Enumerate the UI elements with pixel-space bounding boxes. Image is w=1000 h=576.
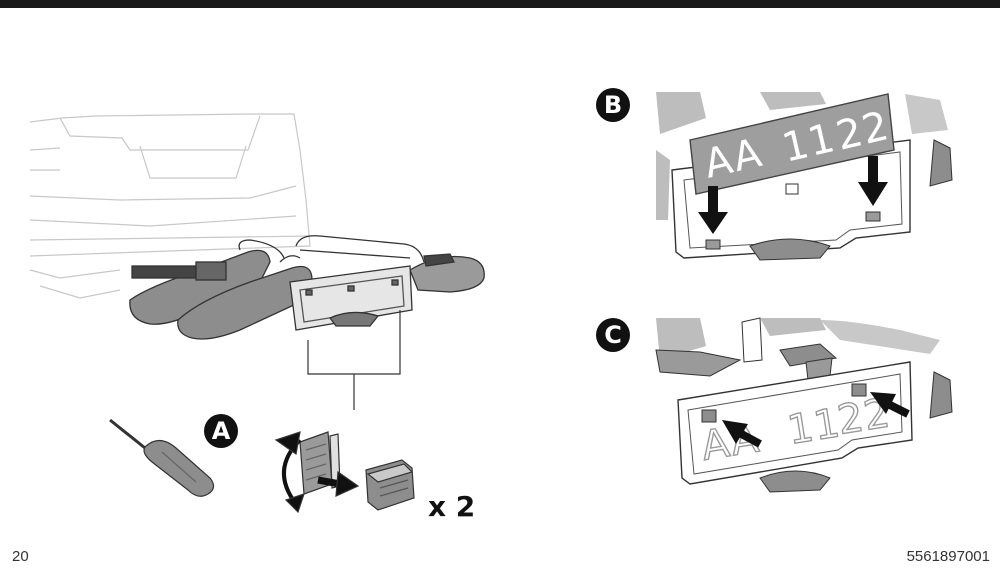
- clip-removal-illustration: [274, 431, 415, 514]
- plate-c-text-mid: 11: [784, 400, 843, 454]
- bike-carrier-illustration: [129, 235, 485, 340]
- step-c-marker: C: [596, 318, 630, 352]
- screwdriver-icon: [109, 418, 215, 497]
- document-number: 5561897001: [906, 548, 990, 565]
- header-bar: [0, 0, 1000, 8]
- step-a-marker: A: [204, 414, 238, 448]
- callout-bracket: [307, 310, 401, 410]
- step-b-marker: B: [596, 88, 630, 122]
- car-rear-illustration: [29, 113, 311, 299]
- arrow-down-icon: [698, 156, 888, 234]
- panel-c-illustration: AA 11 22: [655, 317, 953, 493]
- page-number: 20: [12, 548, 29, 565]
- arrow-left-icon: [722, 392, 910, 448]
- panel-b-illustration: AA 11 22: [656, 92, 953, 261]
- quantity-label: x 2: [428, 490, 476, 523]
